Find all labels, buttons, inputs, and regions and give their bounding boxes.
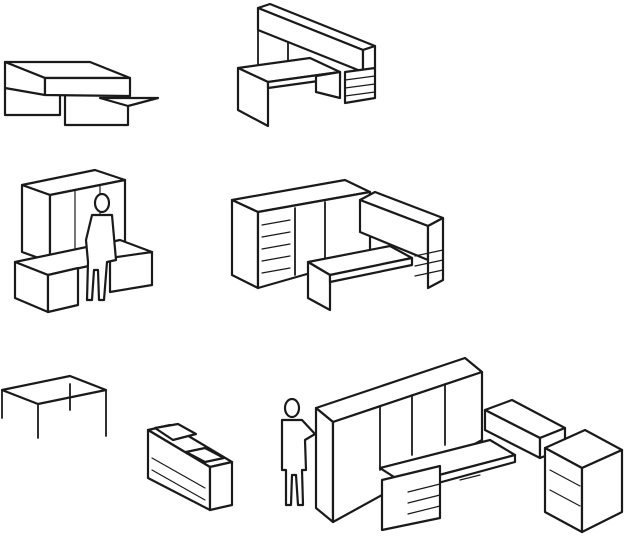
person-figure <box>84 192 118 302</box>
person-figure <box>280 397 317 507</box>
l-shaped-workstation-with-pedestals <box>230 178 445 312</box>
bridge-storage-unit <box>3 60 160 127</box>
standing-workstation-with-person <box>13 168 154 314</box>
low-storage-credenza <box>146 422 234 512</box>
full-office-wall-system-with-person <box>280 356 624 534</box>
desk-with-overhead-hutch <box>236 2 377 128</box>
simple-table <box>0 374 108 439</box>
